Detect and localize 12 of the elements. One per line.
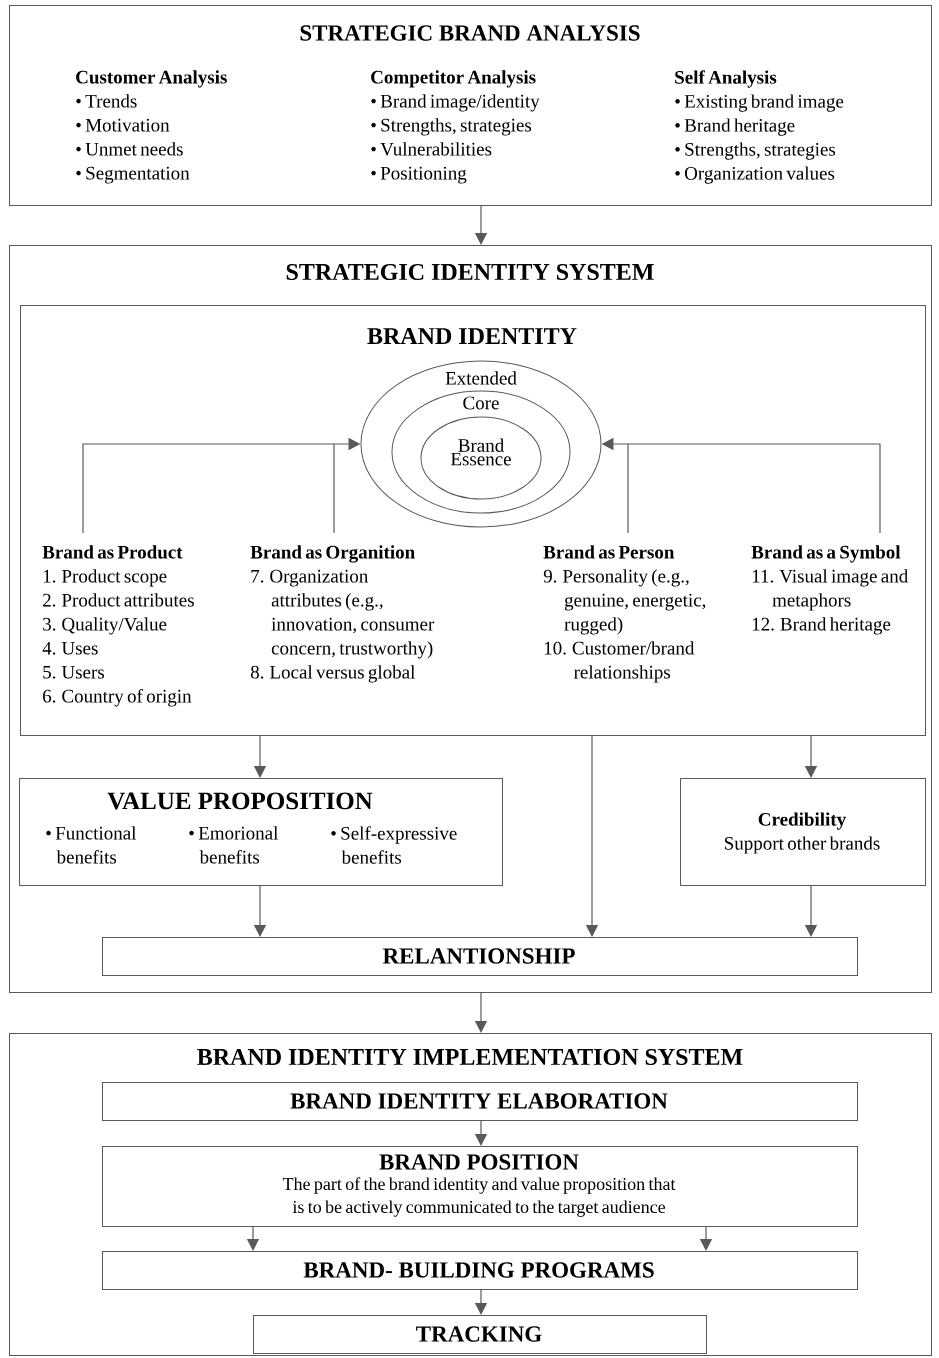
text-column: Brand as a Symbol 11. Visual image and metaphors 12. Brand heritage (751, 545, 908, 635)
text-column: Brand as Product 1. Product scope 2. Product attributes 3. Quality/Value 4. Uses 5. Users 6. Country of origin (42, 545, 194, 707)
analysis-box: STRATEGIC BRAND ANALYSIS Customer Analysis • Trends • Motivation • Unmet needs • Segmentation Competitor Analysis • Brand image/identity • Strengths, strategies • Vulnerabilities • Positioning Self Analysis • Existing brand image • Brand heritage • Strengths, strategies • Organization values (9, 5, 932, 206)
process-box: TRACKING (253, 1315, 707, 1354)
relationship-box: RELANTIONSHIP (102, 937, 858, 976)
credibility-box: Credibility Support other brands (680, 778, 926, 886)
proposition-box: VALUE PROPOSITION • Functional benefits • Emorional benefits • Self-expressive benefits (19, 778, 503, 886)
text-column: Brand as Person 9. Personality (e.g., genuine, energetic, rugged) 10. Customer/brand relationships (543, 545, 706, 683)
process-box: BRAND POSITION The part of the brand identity and value proposition that is to be actively communicated to the target audience (102, 1146, 858, 1227)
process-box: BRAND- BUILDING PROGRAMS (102, 1251, 858, 1290)
text-column: Brand as Organition 7. Organization attributes (e.g., innovation, consumer concern, trustworthy) 8. Local versus global (250, 545, 435, 683)
process-box: BRAND IDENTITY ELABORATION (102, 1082, 858, 1121)
